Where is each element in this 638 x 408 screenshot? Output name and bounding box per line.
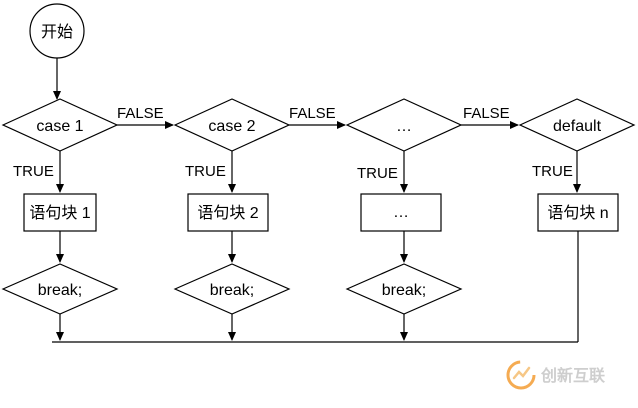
break-label-2: break; <box>210 282 254 299</box>
false-label-3: FALSE <box>463 105 510 122</box>
start-node: 开始 <box>29 3 85 59</box>
watermark-swoosh-icon <box>512 366 531 380</box>
statement-block-n-label: 语句块 n <box>547 204 608 222</box>
case-1-label: case 1 <box>36 118 83 135</box>
watermark-text: 创新互联 <box>540 366 605 385</box>
false-label-1: FALSE <box>117 105 164 122</box>
case-2-decision: case 2 <box>173 98 291 152</box>
break-decision-1: break; <box>1 263 119 315</box>
statement-block-1-label: 语句块 1 <box>29 204 90 222</box>
watermark-logo: 创新互联 <box>506 360 605 390</box>
case-1-decision: case 1 <box>1 98 119 152</box>
break-label-1: break; <box>38 282 82 299</box>
true-label-1: TRUE <box>13 163 54 180</box>
statement-block-n: 语句块 n <box>537 193 619 232</box>
statement-block-2: 语句块 2 <box>187 193 269 232</box>
true-label-3: TRUE <box>357 165 398 182</box>
statement-block-ellipsis: … <box>360 193 442 232</box>
statement-block-1: 语句块 1 <box>23 193 97 232</box>
false-label-2: FALSE <box>289 105 336 122</box>
break-decision-3: break; <box>345 263 463 315</box>
statement-block-ellipsis-label: … <box>393 204 409 221</box>
statement-block-2-label: 语句块 2 <box>197 204 258 222</box>
break-decision-2: break; <box>173 263 291 315</box>
break-label-3: break; <box>382 282 426 299</box>
case-2-label: case 2 <box>208 118 255 135</box>
true-label-4: TRUE <box>532 163 573 180</box>
start-label: 开始 <box>41 23 73 41</box>
default-label: default <box>553 118 602 135</box>
case-ellipsis-decision: … <box>345 98 463 152</box>
watermark-ring-icon <box>506 360 536 390</box>
default-decision: default <box>518 98 636 152</box>
true-label-2: TRUE <box>185 163 226 180</box>
case-ellipsis-label: … <box>396 118 412 135</box>
